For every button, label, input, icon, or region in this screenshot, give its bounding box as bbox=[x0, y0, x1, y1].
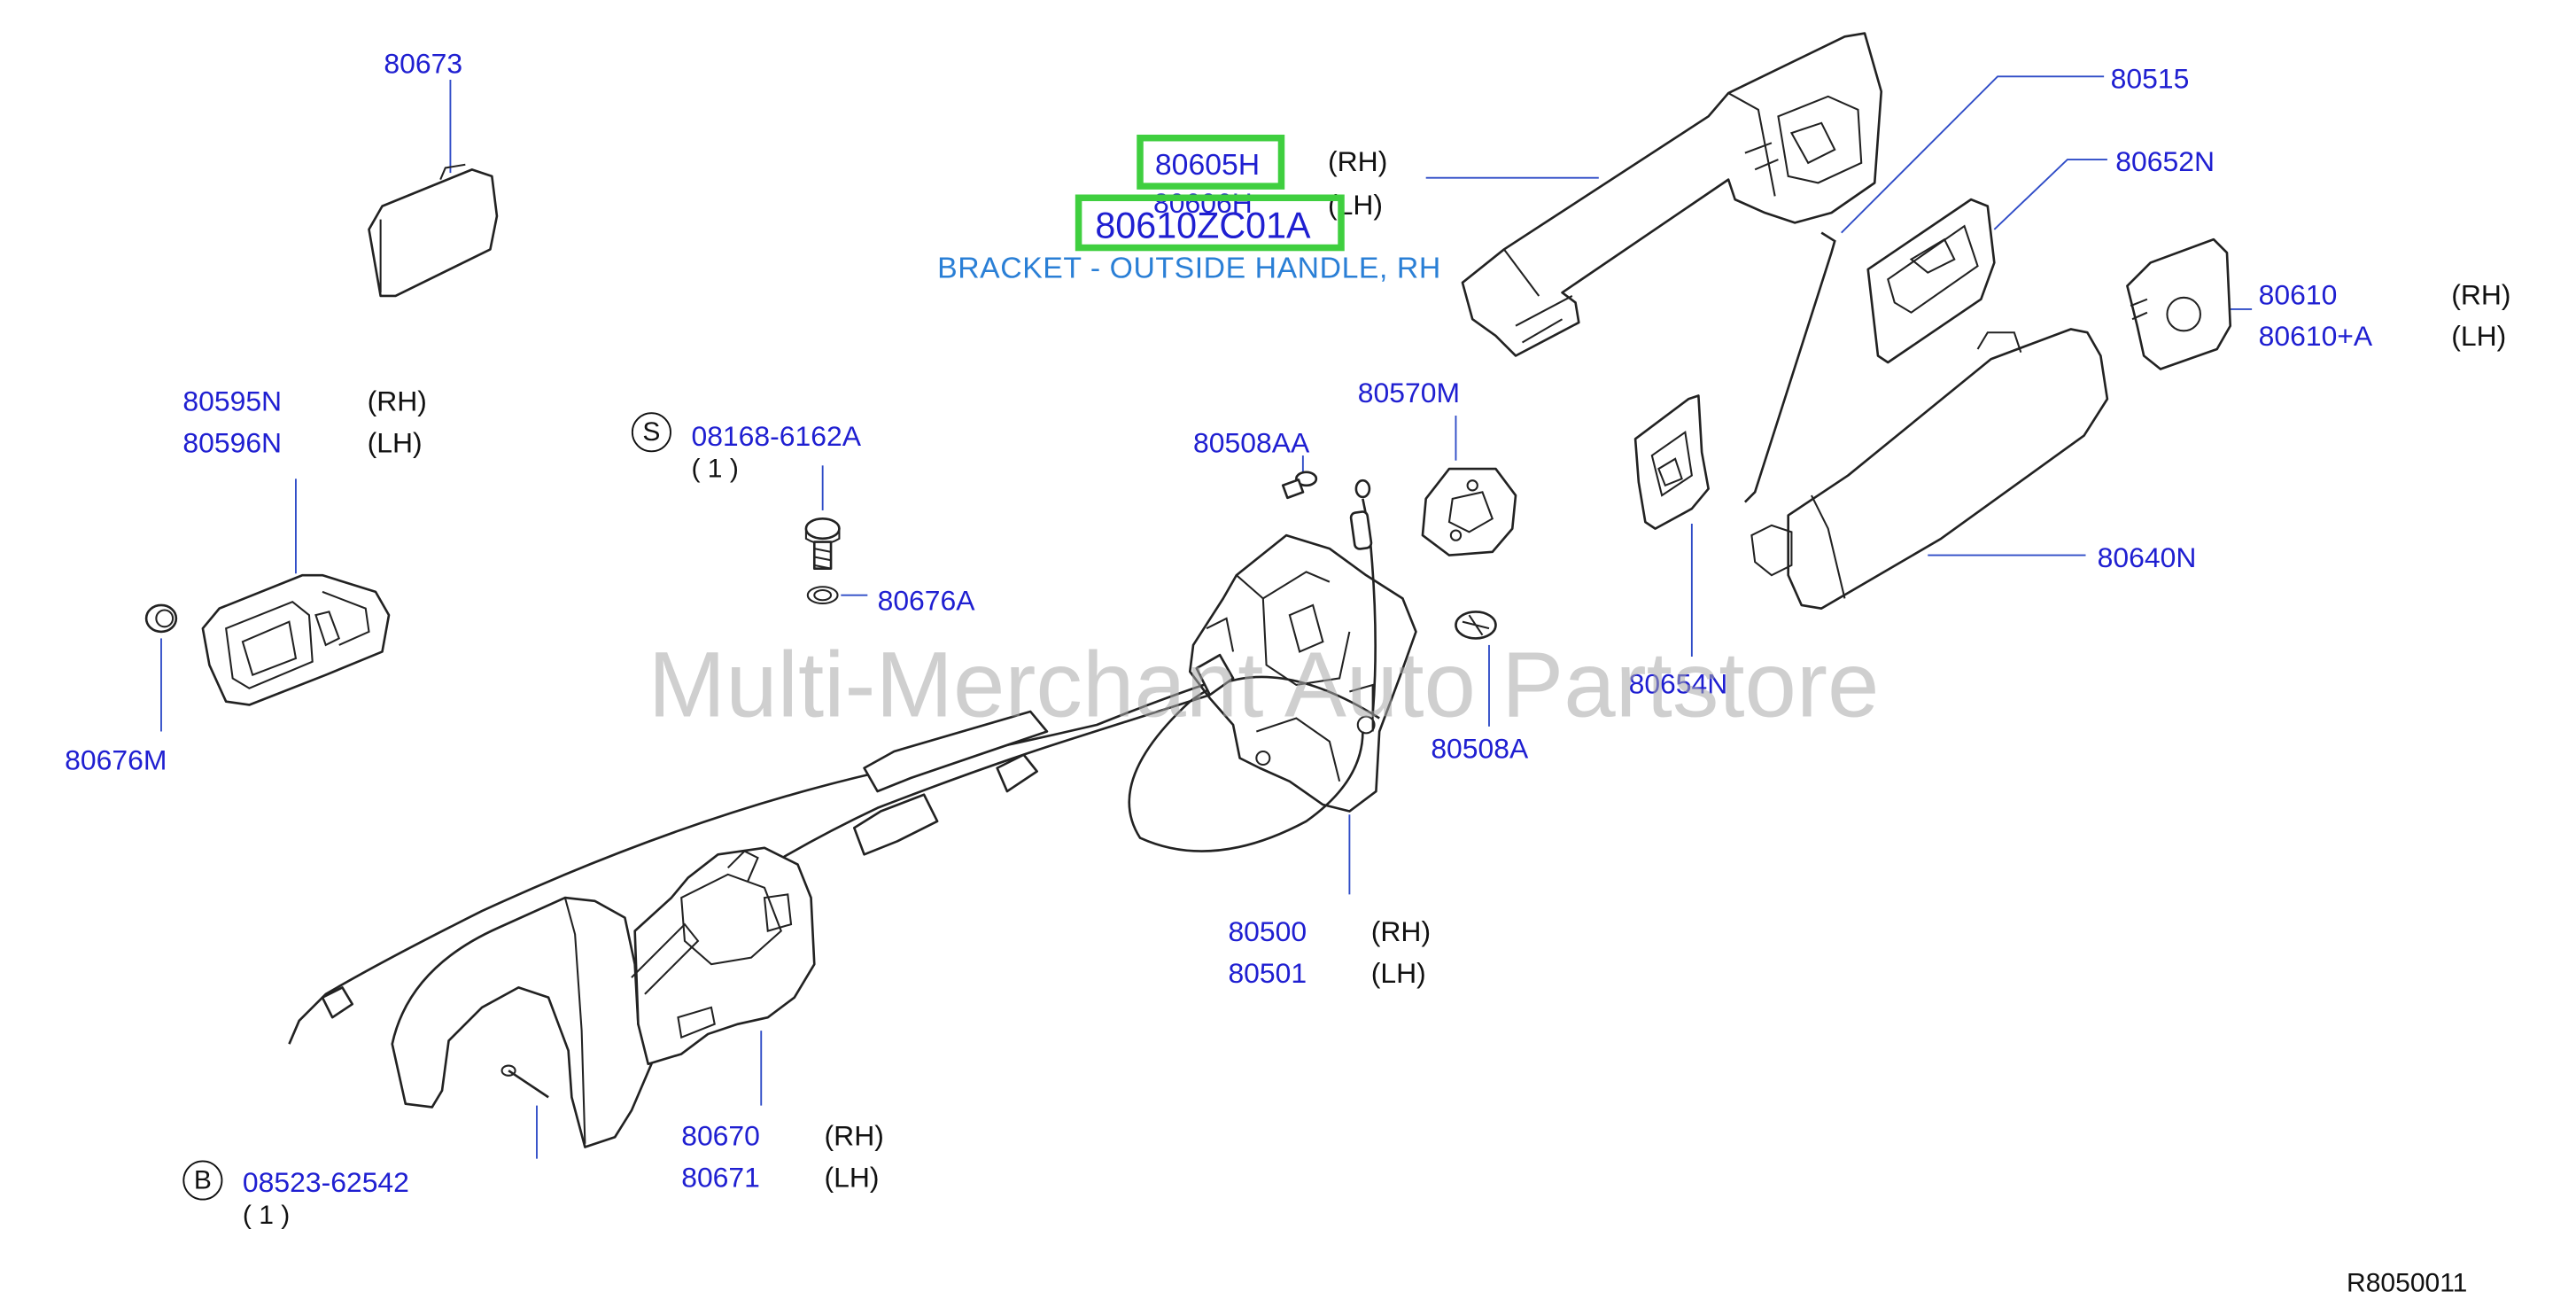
highlight-box-80610zc01a[interactable]: 80610ZC01A bbox=[1075, 194, 1345, 252]
inside-handle-80670-drawing bbox=[391, 846, 816, 1148]
part-number-80670[interactable]: 80670 bbox=[681, 1120, 760, 1153]
part-number-80654n[interactable]: 80654N bbox=[1628, 668, 1728, 700]
side-lh-80596n: (LH) bbox=[367, 427, 423, 459]
side-lh-80610a: (LH) bbox=[2451, 321, 2507, 353]
part-number-80596n[interactable]: 80596N bbox=[182, 427, 283, 459]
quantity-08168-6162a: ( 1 ) bbox=[691, 455, 739, 484]
highlight-box-80605h[interactable]: 80605H bbox=[1137, 134, 1285, 190]
part-number-80673[interactable]: 80673 bbox=[384, 48, 463, 81]
part-number-80595n[interactable]: 80595N bbox=[182, 385, 283, 417]
part-number-80610[interactable]: 80610 bbox=[2258, 279, 2338, 311]
part-number-80500[interactable]: 80500 bbox=[1228, 915, 1307, 948]
side-rh-80500: (RH) bbox=[1370, 915, 1432, 948]
part-number-08168-6162a[interactable]: 08168-6162A bbox=[691, 420, 861, 453]
part-number-80605h: 80605H bbox=[1154, 147, 1261, 182]
diagram-code: R8050011 bbox=[2347, 1270, 2468, 1299]
leader-lines bbox=[160, 75, 2253, 1159]
bolt-80508aa-drawing bbox=[1281, 471, 1318, 500]
part-number-80671[interactable]: 80671 bbox=[681, 1162, 760, 1194]
escutcheon-80610-drawing bbox=[2126, 237, 2232, 370]
standard-hardware-symbol: S bbox=[631, 412, 671, 453]
side-lh-80671: (LH) bbox=[824, 1162, 880, 1194]
lock-80500-drawing bbox=[1188, 533, 1417, 813]
part-description: BRACKET - OUTSIDE HANDLE, RH bbox=[937, 251, 1441, 284]
watermark: Multi-Merchant Auto Partstore bbox=[648, 631, 1880, 737]
part-number-80640n[interactable]: 80640N bbox=[2097, 541, 2197, 574]
quantity-08523-62542: ( 1 ) bbox=[242, 1202, 291, 1231]
part-number-80652n[interactable]: 80652N bbox=[2115, 146, 2215, 178]
side-rh-80605h: (RH) bbox=[1328, 146, 1388, 178]
part-number-80606h[interactable]: 80606H bbox=[1153, 187, 1253, 220]
rod-80515-drawing bbox=[1743, 231, 1836, 503]
part-number-08523-62542[interactable]: 08523-62542 bbox=[242, 1167, 409, 1199]
part-number-80676m[interactable]: 80676M bbox=[65, 744, 167, 777]
bracket-80605h-drawing bbox=[1461, 32, 1883, 357]
bolt-hardware-symbol: B bbox=[182, 1160, 223, 1201]
escutcheon-80595n-drawing bbox=[201, 573, 391, 706]
part-number-80508a[interactable]: 80508A bbox=[1431, 733, 1529, 766]
side-lh-80501: (LH) bbox=[1370, 957, 1426, 990]
part-number-80501[interactable]: 80501 bbox=[1228, 957, 1307, 990]
part-number-80610zc01a: 80610ZC01A bbox=[1095, 204, 1311, 246]
seal-80652n-drawing bbox=[1866, 198, 1996, 364]
part-number-80676a[interactable]: 80676A bbox=[877, 585, 975, 618]
gasket-80654n-drawing bbox=[1633, 394, 1710, 530]
screw-08168-drawing bbox=[804, 517, 841, 605]
side-rh-80670: (RH) bbox=[824, 1120, 884, 1153]
part-number-80570m[interactable]: 80570M bbox=[1357, 377, 1461, 409]
part-number-80610a[interactable]: 80610+A bbox=[2258, 321, 2373, 353]
side-rh-80595n: (RH) bbox=[367, 385, 427, 417]
part-number-80508aa[interactable]: 80508AA bbox=[1193, 427, 1310, 459]
cables-drawing bbox=[288, 479, 1380, 1045]
striker-80570m-drawing bbox=[1421, 467, 1517, 556]
part-number-80515[interactable]: 80515 bbox=[2110, 63, 2190, 95]
handle-80640n-drawing bbox=[1750, 328, 2109, 610]
grommet-80676m-drawing bbox=[144, 603, 178, 634]
cap-80673-drawing bbox=[368, 163, 499, 298]
bolt-80508a-drawing bbox=[1455, 611, 1497, 640]
side-rh-80610: (RH) bbox=[2451, 279, 2511, 311]
